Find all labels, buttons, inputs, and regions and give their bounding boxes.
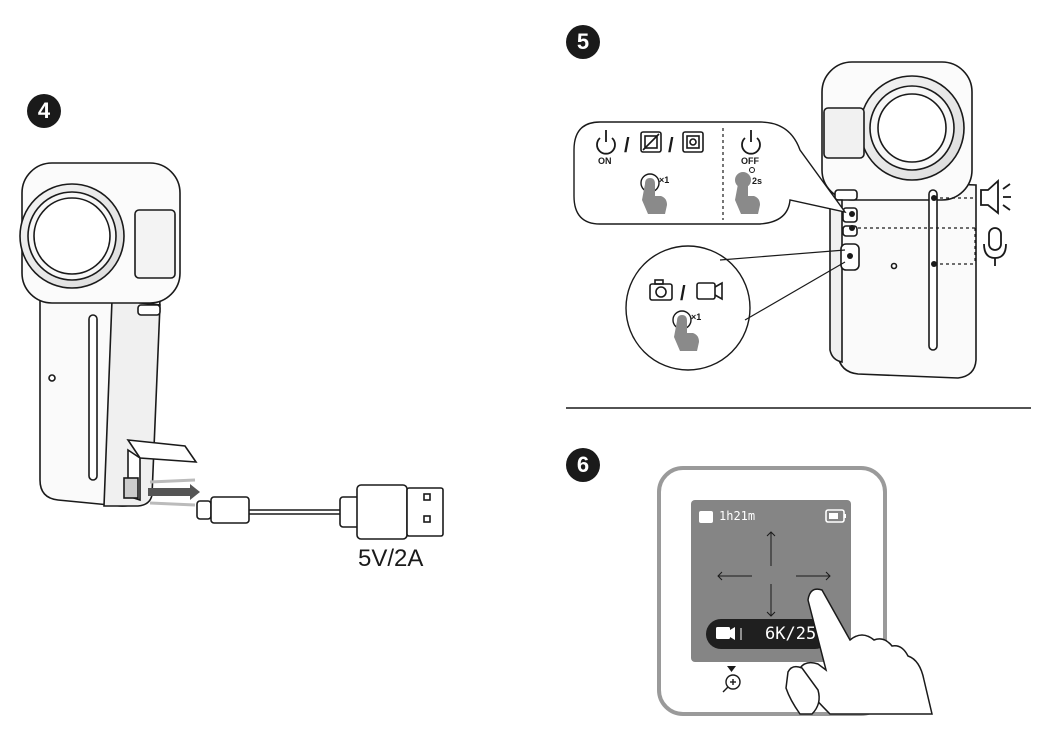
voltage-label: 5V/2A xyxy=(358,545,424,572)
svg-text:/: / xyxy=(668,135,674,157)
screen-off-icon xyxy=(640,131,662,153)
power-callout xyxy=(573,121,847,225)
screen-on-icon xyxy=(682,131,704,153)
power-icon xyxy=(596,130,616,155)
finger-tap-icon xyxy=(640,167,760,351)
swipe-arrows xyxy=(717,531,831,617)
remaining-time-label: 1h21m xyxy=(719,509,756,523)
battery-icon xyxy=(825,509,846,523)
press-once-label-shutter: ×1 xyxy=(691,312,702,322)
step5-camera xyxy=(821,61,977,379)
step-6-badge: 6 xyxy=(566,448,600,482)
step-4-badge: 4 xyxy=(27,94,61,128)
svg-text:/: / xyxy=(680,283,686,305)
power-on-label: ON xyxy=(598,156,612,166)
video-mode-icon-screen xyxy=(716,627,742,640)
shutter-callout xyxy=(625,245,846,371)
resolution-label: 6K/25 xyxy=(765,624,817,644)
hold-duration-label: 2s xyxy=(752,176,763,186)
speaker-icon xyxy=(980,178,1011,215)
step4-insert-arrow xyxy=(148,478,200,507)
hand-illustration xyxy=(785,588,933,715)
step-5-badge: 5 xyxy=(566,25,600,59)
photo-mode-icon xyxy=(649,279,673,301)
svg-text:/: / xyxy=(624,135,630,157)
sd-card-icon xyxy=(699,511,713,523)
microphone-icon xyxy=(983,227,1007,266)
step4-camera xyxy=(19,162,198,507)
video-mode-icon xyxy=(696,281,723,301)
power-off-icon xyxy=(741,130,761,155)
press-once-label: ×1 xyxy=(659,175,670,185)
usb-cable-icon xyxy=(196,484,444,540)
zoom-icon xyxy=(722,674,741,693)
power-off-label: OFF xyxy=(741,156,759,166)
